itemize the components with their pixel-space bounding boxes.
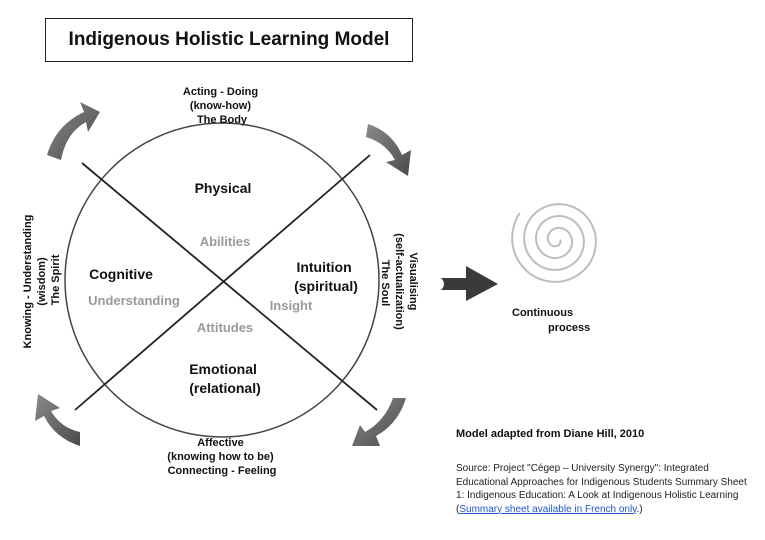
label-left: Knowing - Understanding (wisdom) The Spi… [22,212,62,349]
source-note: Source: Project "Cégep – University Syne… [456,462,756,516]
inner-attitudes: Attitudes [197,320,253,335]
spiral-icon [511,203,597,283]
inner-insight: Insight [270,298,313,313]
label-bottom: Affective (knowing how to be) Connecting… [167,437,276,477]
source-text: Source: Project "Cégep – University Syne… [456,463,747,515]
arrow-right-icon [441,266,498,301]
svg-text:Visualising (self-actual: Visualising (self-actualization) The Sou… [379,233,419,333]
source-end: .) [636,503,643,515]
diagram-title: Indigenous Holistic Learning Model [45,18,413,62]
svg-text:Knowing - Understanding: Knowing - Understanding (wisdom) The Spi… [22,212,62,349]
learning-circle [64,122,380,438]
quadrant-emotional: Emotional (relational) [189,361,261,396]
diagonal-line-2 [74,154,371,411]
quadrant-intuition: Intuition (spiritual) [294,259,358,294]
quadrant-cognitive: Cognitive [89,266,153,282]
summary-sheet-link[interactable]: Summary sheet available in French only [459,503,637,515]
inner-understanding: Understanding [88,293,180,308]
arrow-top-right-icon [366,124,411,176]
label-top: Acting - Doing (know-how) The Body [183,86,261,126]
continuous-process-label: Continuous process [512,307,590,334]
quadrant-physical: Physical [195,180,252,196]
label-right: Visualising (self-actualization) The Sou… [379,233,419,333]
arrow-bottom-left-icon [35,394,80,446]
inner-abilities: Abilities [200,234,251,249]
model-credit: Model adapted from Diane Hill, 2010 [456,428,645,440]
arrow-bottom-right-icon [352,398,406,446]
arrow-top-left-icon [47,102,100,160]
diagonal-line-1 [81,162,378,411]
